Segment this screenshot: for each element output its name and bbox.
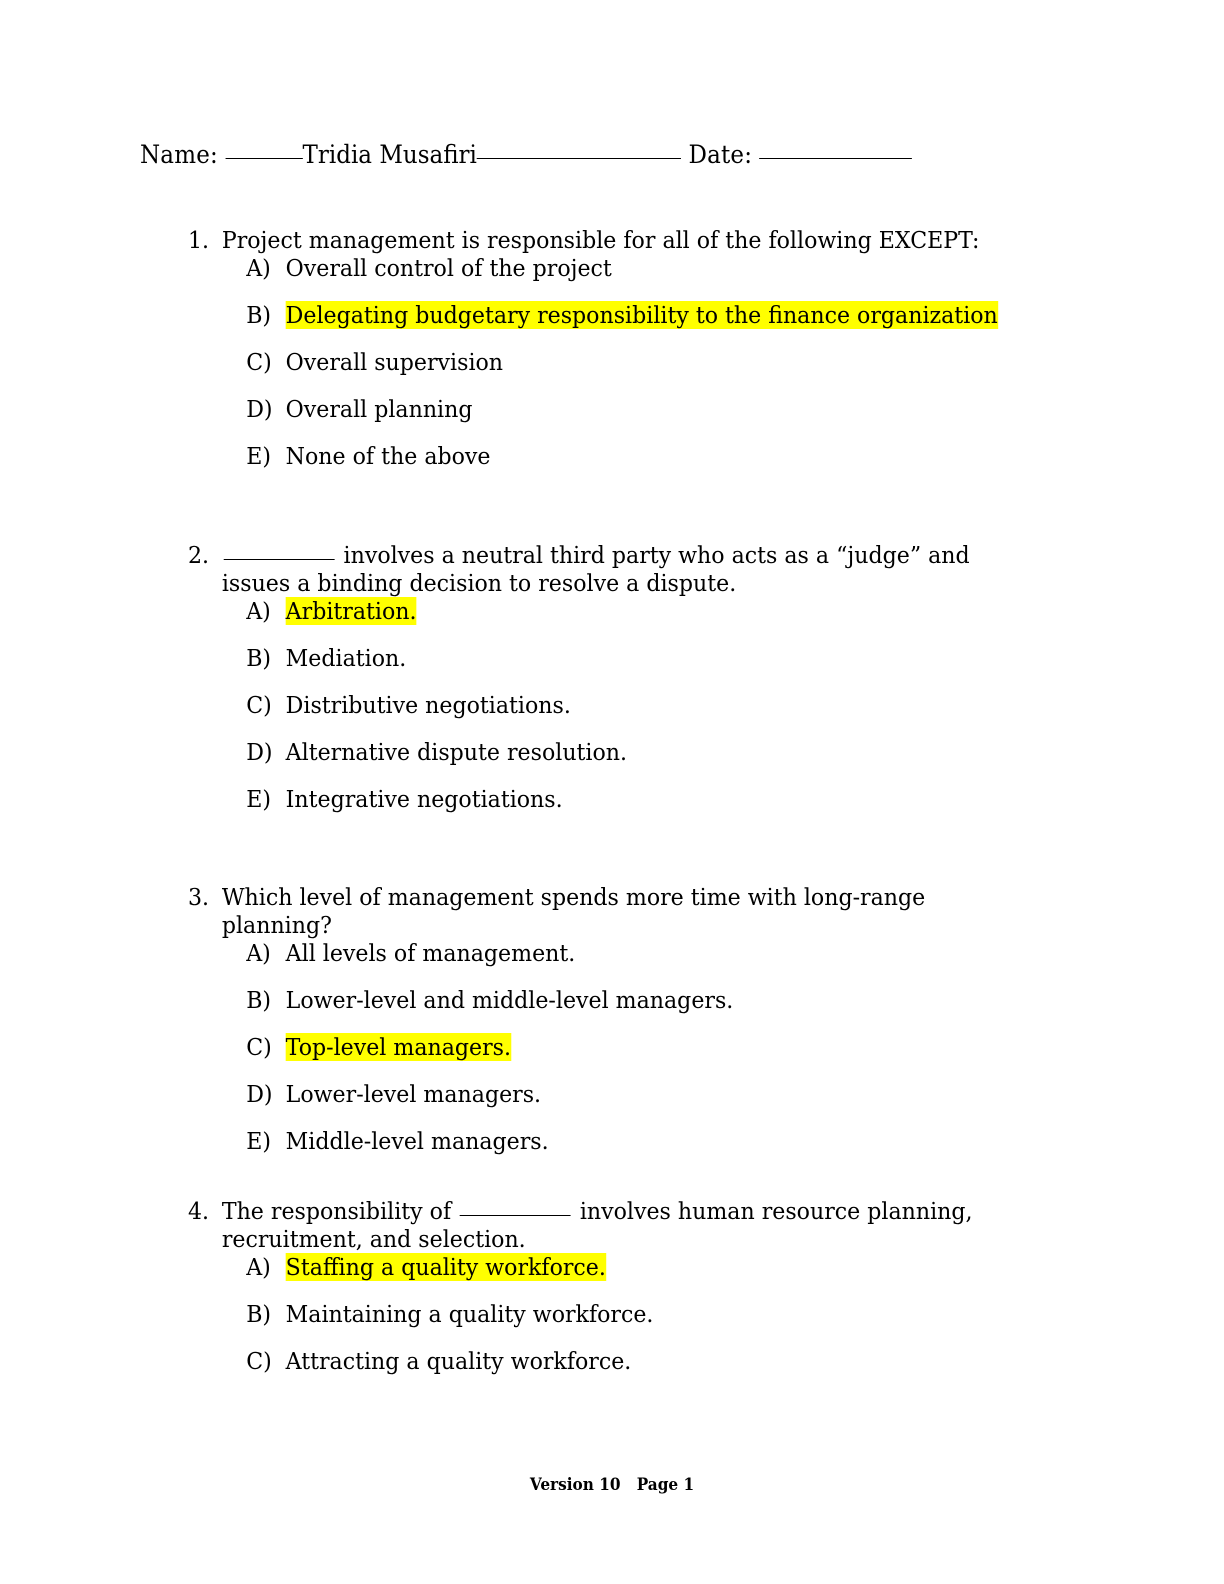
option-1a-text: Overall control of the project bbox=[285, 254, 612, 282]
option-1c-text: Overall supervision bbox=[285, 348, 504, 376]
option-3a[interactable]: A) All levels of management. bbox=[218, 939, 1017, 967]
question-4-stem: 4. The responsibility of involves human … bbox=[188, 1197, 1015, 1253]
option-3c-label: C) bbox=[246, 1033, 272, 1061]
option-4a-label: A) bbox=[246, 1253, 271, 1281]
option-4c[interactable]: C) Attracting a quality workforce. bbox=[218, 1347, 1017, 1375]
date-label: Date: bbox=[688, 140, 753, 169]
option-3d-label: D) bbox=[246, 1080, 273, 1108]
option-1c-label: C) bbox=[246, 348, 272, 376]
question-4-text-after: involves human resource planning, recrui… bbox=[221, 1197, 973, 1253]
name-label: Name: bbox=[140, 140, 218, 169]
option-2e-text: Integrative negotiations. bbox=[285, 785, 563, 813]
question-3-options: A) All levels of management. B) Lower-le… bbox=[188, 939, 1068, 1155]
option-4a[interactable]: A) Staffing a quality workforce. bbox=[218, 1253, 1017, 1281]
question-block-3: 3. Which level of management spends more… bbox=[188, 883, 1068, 1155]
option-2c[interactable]: C) Distributive negotiations. bbox=[218, 691, 1017, 719]
option-3d-text: Lower-level managers. bbox=[285, 1080, 542, 1108]
question-1-stem: 1. Project management is responsible for… bbox=[188, 226, 1015, 254]
question-block-1: 1. Project management is responsible for… bbox=[188, 226, 1068, 470]
question-2-options: A) Arbitration. B) Mediation. C) Distrib… bbox=[188, 597, 1068, 813]
option-3b-text: Lower-level and middle-level managers. bbox=[285, 986, 734, 1014]
option-3e-label: E) bbox=[246, 1127, 271, 1155]
option-2c-label: C) bbox=[246, 691, 272, 719]
option-2a-label: A) bbox=[246, 597, 271, 625]
option-2b[interactable]: B) Mediation. bbox=[218, 644, 1017, 672]
option-1d-text: Overall planning bbox=[285, 395, 473, 423]
option-1b[interactable]: B) Delegating budgetary responsibility t… bbox=[218, 301, 1017, 329]
question-1-text: Project management is responsible for al… bbox=[221, 226, 980, 254]
option-2b-label: B) bbox=[246, 644, 272, 672]
option-2a-text: Arbitration. bbox=[285, 597, 417, 625]
option-4c-text: Attracting a quality workforce. bbox=[285, 1347, 632, 1375]
question-4-number: 4. bbox=[188, 1197, 210, 1225]
option-3c[interactable]: C) Top-level managers. bbox=[218, 1033, 1017, 1061]
name-blank-rule-right bbox=[476, 158, 682, 159]
option-2a[interactable]: A) Arbitration. bbox=[218, 597, 1017, 625]
option-1e-label: E) bbox=[246, 442, 271, 470]
option-3e-text: Middle-level managers. bbox=[285, 1127, 549, 1155]
option-2e-label: E) bbox=[246, 785, 271, 813]
page-footer: Version 10 Page 1 bbox=[61, 1475, 1163, 1495]
option-2c-text: Distributive negotiations. bbox=[285, 691, 571, 719]
question-block-2: 2. involves a neutral third party who ac… bbox=[188, 541, 1068, 813]
question-3-text: Which level of management spends more ti… bbox=[221, 883, 926, 939]
option-4b-label: B) bbox=[246, 1300, 272, 1328]
question-4-blank[interactable] bbox=[460, 1215, 571, 1216]
option-2e[interactable]: E) Integrative negotiations. bbox=[218, 785, 1017, 813]
option-1b-text: Delegating budgetary responsibility to t… bbox=[285, 301, 998, 329]
name-value[interactable]: Tridia Musafiri bbox=[302, 140, 477, 169]
name-blank-rule-left bbox=[225, 158, 303, 159]
question-2-text: involves a neutral third party who acts … bbox=[221, 541, 970, 597]
question-2-stem: 2. involves a neutral third party who ac… bbox=[188, 541, 1015, 597]
option-1d[interactable]: D) Overall planning bbox=[218, 395, 1017, 423]
question-3-stem: 3. Which level of management spends more… bbox=[188, 883, 1015, 939]
option-2d[interactable]: D) Alternative dispute resolution. bbox=[218, 738, 1017, 766]
option-2b-text: Mediation. bbox=[285, 644, 407, 672]
option-1e[interactable]: E) None of the above bbox=[218, 442, 1017, 470]
option-1d-label: D) bbox=[246, 395, 273, 423]
option-3a-text: All levels of management. bbox=[285, 939, 576, 967]
option-3c-text: Top-level managers. bbox=[285, 1033, 512, 1061]
question-1-options: A) Overall control of the project B) Del… bbox=[188, 254, 1068, 470]
footer-version: Version 10 bbox=[529, 1475, 621, 1495]
student-info-header: Name: Tridia Musafiri Date: bbox=[140, 138, 1045, 172]
option-4a-text: Staffing a quality workforce. bbox=[285, 1253, 606, 1281]
option-3d[interactable]: D) Lower-level managers. bbox=[218, 1080, 1017, 1108]
option-3b-label: B) bbox=[246, 986, 272, 1014]
option-4b[interactable]: B) Maintaining a quality workforce. bbox=[218, 1300, 1017, 1328]
question-block-4: 4. The responsibility of involves human … bbox=[188, 1197, 1068, 1375]
option-1e-text: None of the above bbox=[285, 442, 491, 470]
option-1c[interactable]: C) Overall supervision bbox=[218, 348, 1017, 376]
option-3e[interactable]: E) Middle-level managers. bbox=[218, 1127, 1017, 1155]
option-3b[interactable]: B) Lower-level and middle-level managers… bbox=[218, 986, 1017, 1014]
option-2d-text: Alternative dispute resolution. bbox=[285, 738, 628, 766]
option-4b-text: Maintaining a quality workforce. bbox=[285, 1300, 654, 1328]
option-1b-label: B) bbox=[246, 301, 272, 329]
question-3-number: 3. bbox=[188, 883, 210, 911]
option-1a-label: A) bbox=[246, 254, 271, 282]
question-4-text-before: The responsibility of bbox=[221, 1197, 459, 1225]
date-blank-rule[interactable] bbox=[759, 158, 913, 159]
option-3a-label: A) bbox=[246, 939, 271, 967]
question-2-blank[interactable] bbox=[223, 559, 335, 560]
question-2-number: 2. bbox=[188, 541, 210, 569]
question-1-number: 1. bbox=[188, 226, 210, 254]
footer-page-number: Page 1 bbox=[636, 1475, 695, 1495]
option-4c-label: C) bbox=[246, 1347, 272, 1375]
option-2d-label: D) bbox=[246, 738, 273, 766]
option-1a[interactable]: A) Overall control of the project bbox=[218, 254, 1017, 282]
question-4-options: A) Staffing a quality workforce. B) Main… bbox=[188, 1253, 1068, 1375]
